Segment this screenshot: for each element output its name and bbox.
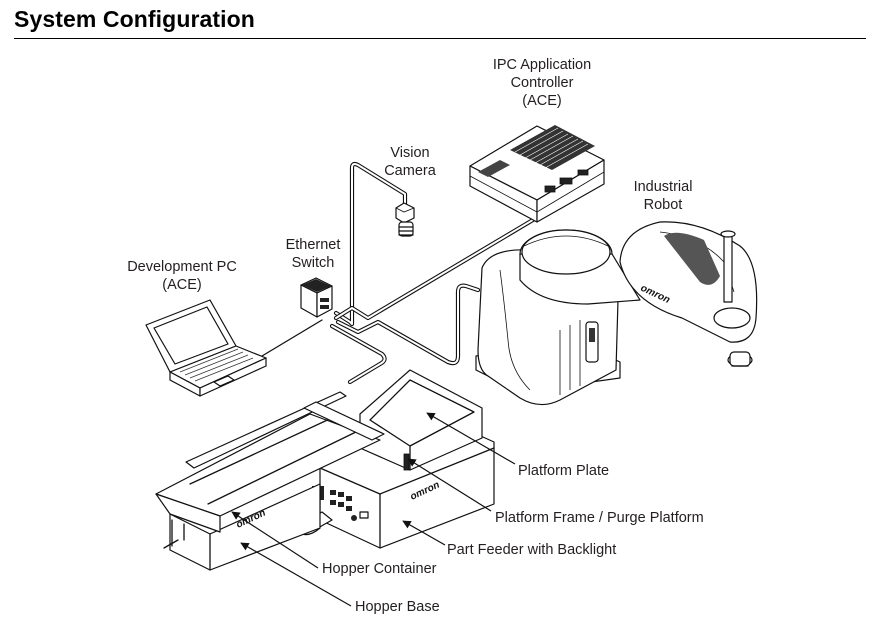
label-line: (ACE) bbox=[162, 277, 202, 293]
label-line: Vision bbox=[390, 145, 430, 161]
callout-leaders bbox=[231, 412, 516, 607]
development-pc-illustration bbox=[145, 299, 267, 397]
label-ipc-controller: IPC Application Controller (ACE) bbox=[487, 56, 597, 110]
callout-platform-frame: Platform Frame / Purge Platform bbox=[495, 510, 704, 526]
callout-hopper-container: Hopper Container bbox=[322, 561, 437, 577]
label-industrial-robot: Industrial Robot bbox=[625, 178, 701, 214]
leader-hopper-base bbox=[240, 542, 352, 607]
page-title: System Configuration bbox=[14, 6, 255, 32]
label-line: Development PC bbox=[127, 259, 237, 275]
label-vision-camera: Vision Camera bbox=[375, 144, 445, 180]
industrial-robot-illustration: omron bbox=[475, 221, 758, 406]
callout-part-feeder: Part Feeder with Backlight bbox=[447, 542, 617, 558]
callout-hopper-base: Hopper Base bbox=[355, 599, 440, 615]
title-divider bbox=[14, 38, 866, 39]
leader-platform-frame bbox=[407, 458, 492, 512]
hopper-illustration: omron bbox=[155, 391, 385, 571]
ipc-controller-illustration bbox=[469, 125, 605, 223]
label-line: Camera bbox=[384, 163, 436, 179]
label-development-pc: Development PC (ACE) bbox=[118, 258, 246, 294]
label-line: (ACE) bbox=[522, 93, 562, 109]
label-line: Switch bbox=[291, 255, 335, 271]
leader-part-feeder bbox=[402, 520, 446, 546]
vision-camera-illustration bbox=[395, 202, 415, 237]
label-line: Industrial bbox=[633, 179, 693, 195]
ethernet-switch-illustration bbox=[300, 277, 333, 318]
label-line: IPC Application bbox=[492, 57, 592, 73]
leader-platform-plate bbox=[426, 412, 516, 465]
label-line: Controller bbox=[510, 75, 574, 91]
callout-platform-plate: Platform Plate bbox=[518, 463, 610, 479]
label-line: Ethernet bbox=[285, 237, 341, 253]
leader-hopper-container bbox=[231, 511, 319, 569]
label-ethernet-switch: Ethernet Switch bbox=[278, 236, 348, 272]
label-line: Robot bbox=[643, 197, 683, 213]
